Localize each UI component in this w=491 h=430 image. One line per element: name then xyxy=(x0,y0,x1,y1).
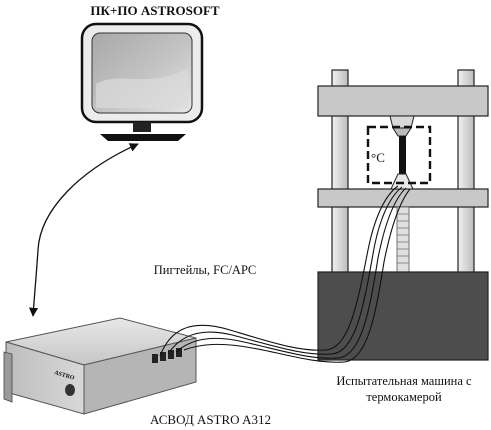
temperature-label: °C xyxy=(371,150,385,165)
pc-device-link xyxy=(28,143,139,317)
device-brand: ASTRO xyxy=(53,370,75,382)
computer-monitor-icon xyxy=(80,22,204,141)
device-label: АСВОД ASTRO A312 xyxy=(150,412,271,427)
thermocamera-icon: °C xyxy=(366,125,432,185)
machine-label-line1: Испытательная машина с xyxy=(336,374,472,388)
fiber-pigtails xyxy=(159,185,411,363)
pc-label: ПК+ПО ASTROSOFT xyxy=(90,3,219,18)
pigtails-label: Пигтейлы, FC/APC xyxy=(154,263,257,277)
lead-screw xyxy=(396,206,410,274)
fiber-interrogator-icon: ASTRO xyxy=(3,317,197,415)
test-machine-icon xyxy=(317,69,489,361)
machine-label-line2: термокамерой xyxy=(366,390,442,404)
fiber-connectors xyxy=(152,348,182,363)
